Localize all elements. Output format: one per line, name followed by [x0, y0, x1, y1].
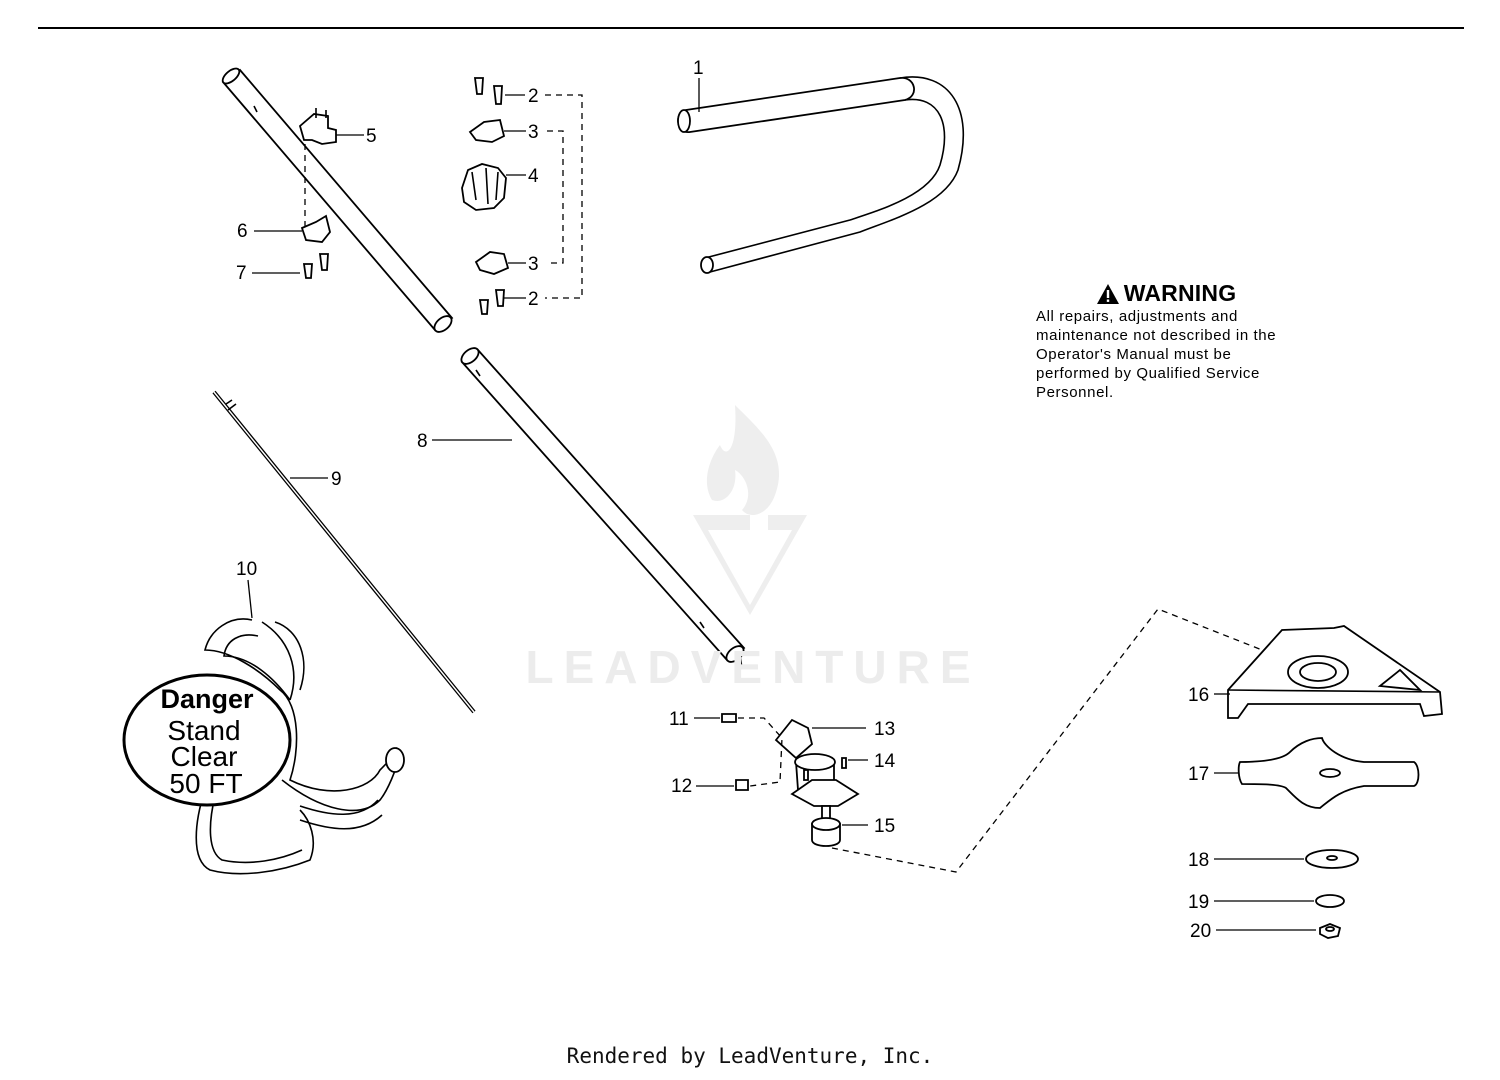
warning-title: WARNING	[1036, 280, 1296, 307]
part-screw-14	[803, 757, 847, 781]
warning-title-text: WARNING	[1123, 280, 1237, 306]
danger-line4: 50 FT	[169, 768, 242, 799]
danger-tag	[122, 673, 292, 807]
part-harness: Danger Stand Clear 50 FT	[122, 618, 405, 875]
footer-credit: Rendered by LeadVenture, Inc.	[566, 1044, 934, 1068]
part-screws-7	[302, 253, 329, 279]
part-clamp-lower	[300, 214, 331, 243]
part-screws-2-bottom	[478, 289, 505, 315]
callout-4: 4	[528, 166, 539, 187]
part-clamp-upper	[298, 108, 337, 145]
callout-3a: 3	[528, 122, 539, 143]
callout-11: 11	[669, 709, 689, 730]
callout-1: 1	[693, 58, 704, 79]
callout-7: 7	[236, 263, 247, 284]
part-clamp-half-3-bottom	[474, 251, 510, 275]
callout-16: 16	[1188, 685, 1209, 706]
part-drive-shaft	[212, 390, 476, 714]
dash-bracket-2	[545, 94, 583, 299]
dash-15-16	[831, 608, 1319, 873]
callout-13: 13	[874, 719, 895, 740]
warning-body: All repairs, adjustments and maintenance…	[1036, 308, 1277, 401]
part-blade-guard-16	[1227, 625, 1443, 719]
part-lower-shaft	[460, 347, 746, 669]
part-nut-20	[1319, 923, 1342, 939]
watermark-text: LEADVENTURE	[525, 641, 981, 693]
part-collar-15	[811, 817, 841, 847]
danger-line2: Stand	[167, 715, 240, 746]
part-screws-2-top	[473, 77, 503, 105]
part-blade-17	[1237, 737, 1420, 809]
part-washer-19	[1315, 894, 1345, 908]
callout-6: 6	[237, 221, 248, 242]
part-washer-18	[1305, 849, 1359, 869]
callout-15: 15	[874, 816, 895, 837]
warning-notice: WARNING All repairs, adjustments and mai…	[1036, 280, 1296, 402]
part-gear-head-13	[774, 718, 860, 821]
callout-3b: 3	[528, 254, 539, 275]
part-handle-bracket-4	[461, 163, 507, 211]
callout-5: 5	[366, 126, 377, 147]
callout-14: 14	[874, 751, 896, 772]
danger-line3: Clear	[171, 741, 238, 772]
callout-12: 12	[671, 776, 692, 797]
dash-bracket-3	[547, 130, 564, 264]
callout-18: 18	[1188, 850, 1209, 871]
dash-11-12	[738, 717, 783, 787]
part-handle-loop	[677, 76, 965, 274]
flame-logo-icon	[693, 405, 807, 615]
part-upper-shaft	[221, 67, 454, 333]
part-screw-11	[721, 713, 737, 723]
callout-20: 20	[1190, 921, 1211, 942]
warning-triangle-icon	[1096, 283, 1119, 304]
callout-17: 17	[1188, 764, 1209, 785]
callout-2a: 2	[528, 86, 539, 107]
leader-10	[247, 579, 253, 619]
callout-19: 19	[1188, 892, 1209, 913]
callout-8: 8	[417, 431, 428, 452]
part-clamp-half-3-top	[468, 119, 506, 143]
callout-2b: 2	[528, 289, 539, 310]
callout-9: 9	[331, 469, 342, 490]
part-screw-12	[735, 779, 749, 791]
callout-10: 10	[236, 559, 257, 580]
danger-line1: Danger	[160, 684, 254, 714]
